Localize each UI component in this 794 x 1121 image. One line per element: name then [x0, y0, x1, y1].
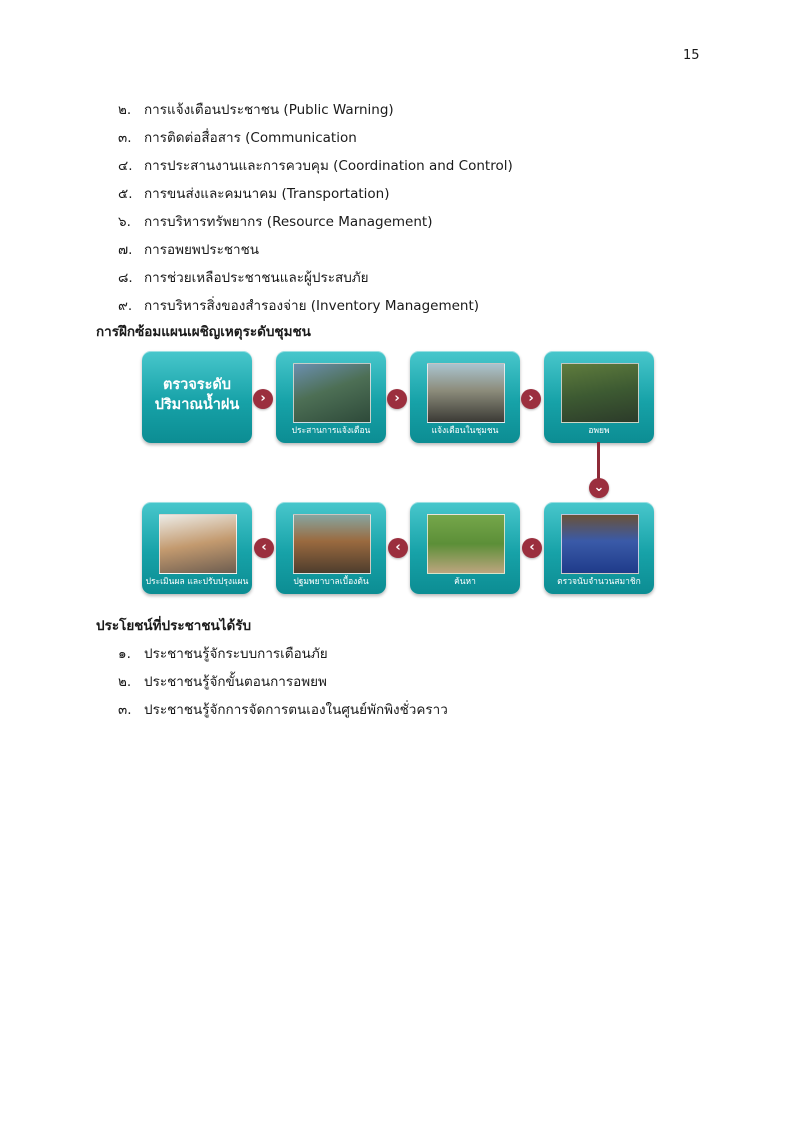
flow-step-start: ตรวจระดับ ปริมาณน้ำฝน [142, 351, 252, 443]
connector-line [597, 442, 600, 482]
section-heading-benefits: ประโยชน์ที่ประชาชนได้รับ [96, 618, 252, 634]
flow-step-headcount: ตรวจนับจำนวนสมาชิก [544, 502, 654, 594]
flow-step-first-aid: ปฐมพยาบาลเบื้องต้น [276, 502, 386, 594]
list-item: ๒.ประชาชนรู้จักขั้นตอนการอพยพ [118, 674, 327, 690]
chevron-right-icon: › [253, 389, 273, 409]
list-item: ๓.การติดต่อสื่อสาร (Communication [118, 130, 357, 146]
photo-image [293, 363, 371, 423]
photo-image [561, 514, 639, 574]
chevron-down-icon: ⌄ [589, 478, 609, 498]
list-item: ๕.การขนส่งและคมนาคม (Transportation) [118, 186, 390, 202]
list-item: ๒.การแจ้งเตือนประชาชน (Public Warning) [118, 102, 394, 118]
list-item: ๗.การอพยพประชาชน [118, 242, 260, 258]
list-item: ๖.การบริหารทรัพยากร (Resource Management… [118, 214, 433, 230]
flow-step-evaluate: ประเมินผล และปรับปรุงแผน [142, 502, 252, 594]
photo-image [561, 363, 639, 423]
photo-image [427, 514, 505, 574]
flow-step-search: ค้นหา [410, 502, 520, 594]
page-number: 15 [683, 48, 700, 63]
list-item: ๙.การบริหารสิ่งของสำรองจ่าย (Inventory M… [118, 298, 480, 314]
chevron-right-icon: › [521, 389, 541, 409]
benefits-list: ๑.ประชาชนรู้จักระบบการเตือนภัย ๒.ประชาชน… [118, 640, 448, 724]
flow-step-coordinate-warning: ประสานการแจ้งเตือน [276, 351, 386, 443]
flow-step-community-warning: แจ้งเตือนในชุมชน [410, 351, 520, 443]
list-item: ๑.ประชาชนรู้จักระบบการเตือนภัย [118, 646, 328, 662]
photo-image [427, 363, 505, 423]
chevron-right-icon: › [387, 389, 407, 409]
list-item: ๓.ประชาชนรู้จักการจัดการตนเองในศูนย์พักพ… [118, 702, 448, 718]
chevron-left-icon: ‹ [522, 538, 542, 558]
section-heading-drill: การฝึกซ้อมแผนเผชิญเหตุระดับชุมชน [96, 324, 311, 340]
flow-step-start-label: ตรวจระดับ ปริมาณน้ำฝน [154, 377, 240, 413]
photo-image [293, 514, 371, 574]
chevron-left-icon: ‹ [388, 538, 408, 558]
list-item: ๘.การช่วยเหลือประชาชนและผู้ประสบภัย [118, 270, 369, 286]
chevron-left-icon: ‹ [254, 538, 274, 558]
flow-step-evacuate: อพยพ [544, 351, 654, 443]
list-item: ๔.การประสานงานและการควบคุม (Coordination… [118, 158, 513, 174]
photo-image [159, 514, 237, 574]
response-functions-list: ๒.การแจ้งเตือนประชาชน (Public Warning) ๓… [118, 96, 513, 320]
